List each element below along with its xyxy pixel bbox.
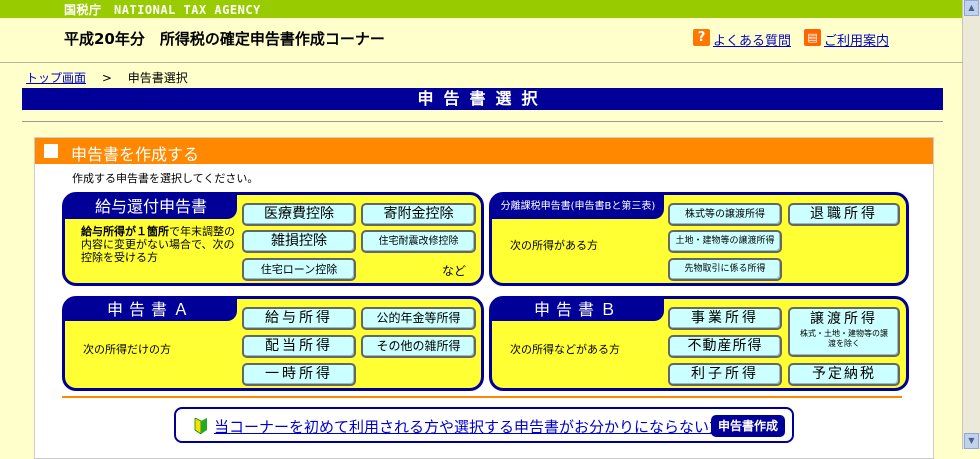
title-divider: [22, 121, 943, 122]
salary-income-button[interactable]: 給与所得: [242, 307, 356, 330]
section-divider: [62, 396, 902, 398]
header: 平成20年分 所得税の確定申告書作成コーナー ? よくある質問 ▤ ご利用案内: [0, 18, 963, 62]
stock-transfer-income-button[interactable]: 株式等の譲渡所得: [668, 203, 782, 226]
faq-link[interactable]: よくある質問: [713, 34, 792, 49]
breadcrumb-separator: >: [101, 71, 112, 85]
group-form-a-title: 申告書Ａ: [65, 299, 237, 321]
medical-deduction-button[interactable]: 医療費控除: [242, 203, 356, 226]
business-income-button[interactable]: 事業所得: [668, 307, 782, 330]
question-icon[interactable]: ?: [693, 29, 710, 46]
breadcrumb-top-link[interactable]: トップ画面: [26, 71, 87, 85]
vertical-scrollbar[interactable]: ▲ ▼: [962, 0, 980, 449]
header-divider: [0, 62, 963, 63]
agency-bar: 国税庁 NATIONAL TAX AGENCY: [0, 0, 963, 18]
panel-header: 申告書を作成する: [35, 138, 933, 164]
capital-gains-income-button[interactable]: 譲渡所得 株式・土地・建物等の譲渡を除く: [788, 307, 900, 357]
breadcrumb: トップ画面 > 申告書選択: [26, 69, 188, 86]
donation-deduction-button[interactable]: 寄附金控除: [361, 203, 476, 226]
capital-gains-label: 譲渡所得: [810, 311, 878, 327]
group-separate-taxation: 分離課税申告書(申告書Bと第三表) 次の所得がある方 株式等の譲渡所得 退職所得…: [489, 192, 909, 286]
page-title: 申告書選択: [22, 88, 943, 110]
futures-trading-income-button[interactable]: 先物取引に係る所得: [668, 258, 782, 281]
other-misc-income-button[interactable]: その他の雑所得: [361, 335, 476, 358]
dividend-income-button[interactable]: 配当所得: [242, 335, 356, 358]
casualty-deduction-button[interactable]: 雑損控除: [242, 230, 356, 253]
group-form-b: 申告書Ｂ 次の所得などがある方 事業所得 譲渡所得 株式・土地・建物等の譲渡を除…: [489, 296, 909, 391]
panel-title: 申告書を作成する: [71, 145, 200, 164]
square-bullet-icon: [44, 144, 58, 158]
etc-label: など: [442, 264, 467, 278]
scroll-up-icon[interactable]: ▲: [964, 0, 979, 16]
group-salary-refund: 給与還付申告書 給与所得が１箇所で年末調整の内容に変更がない場合で、次の控除を受…: [62, 192, 484, 286]
housing-loan-deduction-button[interactable]: 住宅ローン控除: [242, 258, 356, 281]
agency-name: 国税庁 NATIONAL TAX AGENCY: [64, 3, 261, 17]
page-header-title: 平成20年分 所得税の確定申告書作成コーナー: [64, 30, 385, 48]
occasional-income-button[interactable]: 一時所得: [242, 363, 356, 386]
beginner-guide-text[interactable]: 当コーナーを初めて利用される方や選択する申告書がお分かりにならない方: [214, 418, 725, 436]
return-creation-badge[interactable]: 申告書作成: [711, 415, 785, 437]
real-estate-income-button[interactable]: 不動産所得: [668, 335, 782, 358]
public-pension-income-button[interactable]: 公的年金等所得: [361, 307, 476, 330]
book-icon[interactable]: ▤: [804, 29, 821, 46]
group-salary-refund-title: 給与還付申告書: [65, 195, 237, 219]
group-separate-taxation-title: 分離課税申告書(申告書Bと第三表): [492, 195, 664, 219]
capital-gains-note: 株式・土地・建物等の譲渡を除く: [800, 329, 888, 348]
estimated-tax-payment-button[interactable]: 予定納税: [788, 363, 900, 386]
desc-emphasis: 給与所得が１箇所: [81, 225, 169, 238]
interest-income-button[interactable]: 利子所得: [668, 363, 782, 386]
group-form-a: 申告書Ａ 次の所得だけの方 給与所得 公的年金等所得 配当所得 その他の雑所得 …: [62, 296, 484, 391]
group-form-a-desc: 次の所得だけの方: [83, 343, 171, 356]
land-building-transfer-income-button[interactable]: 土地・建物等の譲渡所得: [668, 230, 782, 253]
seismic-renovation-deduction-button[interactable]: 住宅耐震改修控除: [361, 230, 476, 253]
retirement-income-button[interactable]: 退職所得: [788, 203, 900, 226]
group-form-b-desc: 次の所得などがある方: [510, 343, 620, 356]
group-separate-taxation-desc: 次の所得がある方: [510, 239, 598, 252]
desc-rest: で年末調整の内容に変更がない場合で、次の控除を受ける方: [81, 225, 235, 264]
scroll-down-icon[interactable]: ▼: [964, 433, 979, 449]
group-salary-refund-desc: 給与所得が１箇所で年末調整の内容に変更がない場合で、次の控除を受ける方: [81, 225, 241, 264]
group-form-b-title: 申告書Ｂ: [492, 299, 664, 321]
instruction-text: 作成する申告書を選択してください。: [72, 172, 259, 185]
beginner-mark-icon: [194, 418, 207, 434]
user-guide-link[interactable]: ご利用案内: [824, 34, 890, 49]
beginner-guide-link[interactable]: 当コーナーを初めて利用される方や選択する申告書がお分かりにならない方 申告書作成: [174, 407, 794, 443]
breadcrumb-current: 申告書選択: [127, 71, 188, 85]
